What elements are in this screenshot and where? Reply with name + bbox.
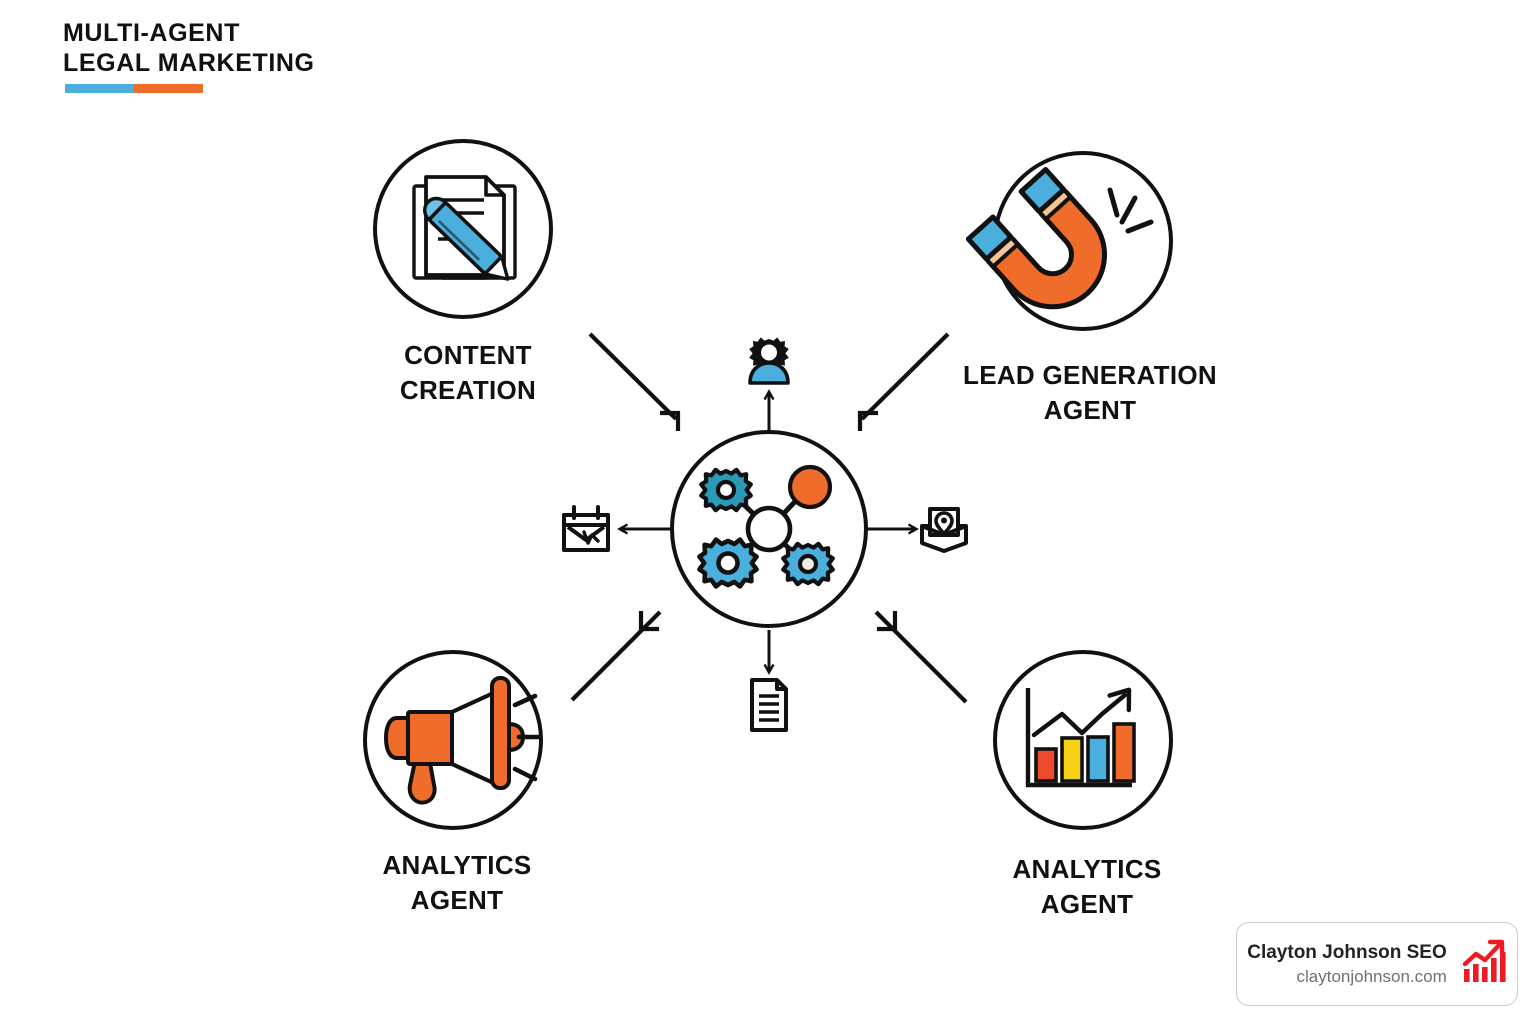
page-title: MULTI-AGENT LEGAL MARKETING xyxy=(63,18,483,93)
watermark-badge[interactable]: Clayton Johnson SEO claytonjohnson.com xyxy=(1236,922,1518,1006)
magnet-spark-lines-icon xyxy=(1107,187,1154,234)
title-underline-orange-segment xyxy=(134,84,203,93)
arrow-lead-generation-to-hub xyxy=(857,332,950,431)
map-location-pin-icon xyxy=(920,507,968,553)
document-icon xyxy=(750,678,788,732)
watermark-name: Clayton Johnson SEO xyxy=(1247,941,1447,963)
hub-gear-top-left xyxy=(699,467,753,513)
growth-bar-chart-logo-icon xyxy=(1461,939,1507,990)
page-title-line-2: LEGAL MARKETING xyxy=(63,49,315,77)
title-underline-blue-segment xyxy=(65,84,134,93)
hub-node[interactable] xyxy=(670,430,868,628)
watermark-url: claytonjohnson.com xyxy=(1296,966,1447,986)
agent-node-lead-generation[interactable] xyxy=(965,151,1173,332)
documents-with-pen-icon xyxy=(412,175,517,281)
hub-gear-bottom-left xyxy=(697,537,759,589)
title-underline-bar xyxy=(65,84,203,93)
agent-node-analytics-right[interactable] xyxy=(993,650,1173,830)
user-gear-icon xyxy=(748,337,790,385)
agent-node-analytics-left[interactable] xyxy=(363,650,543,830)
calendar-check-icon xyxy=(562,505,610,552)
hub-gear-bottom-right xyxy=(781,541,835,587)
arrow-analytics-left-to-hub xyxy=(570,610,662,702)
page-title-line-1: MULTI-AGENT xyxy=(63,19,240,47)
watermark-text: Clayton Johnson SEO claytonjohnson.com xyxy=(1247,941,1447,988)
bar-chart-growth-icon xyxy=(1025,687,1136,788)
network-gears-icon xyxy=(697,464,835,589)
horseshoe-magnet-icon xyxy=(965,166,1107,310)
arrow-analytics-right-to-hub xyxy=(874,610,968,704)
megaphone-icon xyxy=(384,676,543,805)
hub-circle-top-right xyxy=(787,464,833,510)
arrow-content-creation-to-hub xyxy=(588,332,681,431)
agent-node-content-creation[interactable] xyxy=(373,139,553,319)
